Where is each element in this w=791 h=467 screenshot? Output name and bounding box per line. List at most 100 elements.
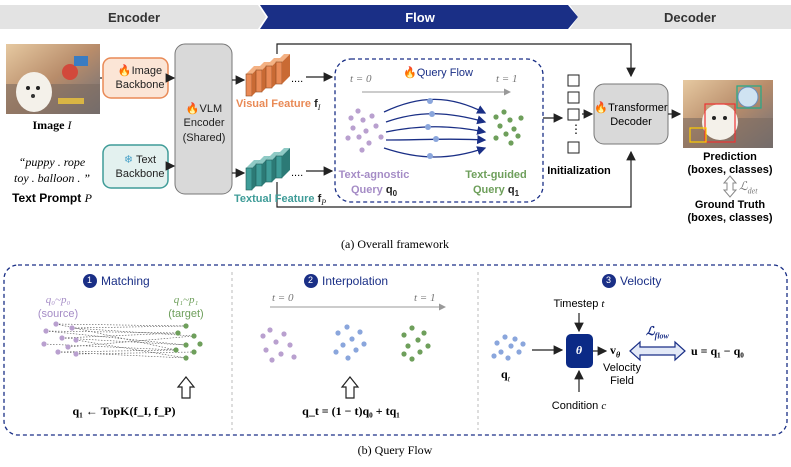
text-backbone-label: ❄ Text Backbone [115,154,165,180]
matching-target-eq: q₁~p₁ [173,294,199,306]
step-2-number: 2 [308,275,314,285]
loss-det-sub: det [747,186,758,196]
matching-target-label: q₁~p₁ (target) [168,294,203,322]
timestep-text: Timestep [553,298,599,310]
qt-sym: q [501,367,508,381]
matching-links [43,323,195,359]
interp-target-points [401,325,431,362]
text-prompt-line1: “puppy . rope [18,155,86,169]
arrow-textual-to-decoder [276,150,636,208]
condition-var: c [601,400,607,412]
caption-overall-framework: (a) Overall framework [341,237,449,251]
prediction-image [683,80,773,148]
condition-label: Condition c [552,401,606,412]
velocity-field-label: Velocity Field [603,362,641,388]
matching-title: Matching [101,274,150,288]
vlm-line1: VLM [199,103,223,115]
init-vdots: ⋮ [570,122,582,136]
encoder-band [0,5,266,29]
text-agnostic-line2: Query [350,183,383,196]
matching-source-label: q₀~p₀ (source) [38,294,78,322]
flow-loss-arrow [629,340,686,362]
matching-source-eq: q₀~p₀ [45,294,71,306]
v-theta-sub: θ [616,350,621,360]
theta-label: θ [575,343,583,357]
text-agnostic-sym: q [385,183,393,196]
v-theta-sym: v [610,343,616,357]
step-3-circle [602,274,616,288]
interpolation-formula: q_t = (1 − t)q₀ + tq₁ [302,404,400,418]
image-var: I [67,118,72,132]
theta-network-box [566,334,593,368]
text-agnostic-sub: 0 [392,189,398,199]
text-agnostic-label: Text-agnostic Query q0 [339,168,410,200]
image-backbone-line2: Backbone [115,78,165,91]
image-label: Image [32,118,65,132]
decoder-line1: Transformer [608,102,668,114]
header-decoder-label: Decoder [663,10,717,25]
step-1-number: 1 [87,275,93,285]
query-flow-box [334,58,544,203]
ground-truth-label: Ground Truth (boxes, classes) [688,199,773,224]
visual-feature-dots: .... [291,73,304,85]
loss-flow-sub: flow [654,331,669,341]
timestep-label: Timestep t [554,299,605,310]
image-backbone-line1: Image [131,65,163,77]
gt-line2: (boxes, classes) [687,211,773,224]
visual-feature-sym: f [314,98,318,110]
u-equation: u = q₁ − q₀ [691,344,744,358]
condition-text: Condition [551,400,599,412]
matching-formula: q₁ ← TopK(f_I, f_P) [72,404,176,418]
text-guided-line2: Query [472,183,505,196]
textual-feature-text: Textual Feature [234,193,315,205]
matching-up-arrow [176,376,196,399]
qt-sub: t [507,374,510,384]
text-guided-sym: q [507,183,515,196]
textual-feature-blocks [245,148,290,191]
loss-det-label: ℒdet [739,180,757,195]
velocity-input-points [491,334,526,361]
text-prompt-label: Text Prompt [12,191,82,205]
query-flow-title-text: Query Flow [416,67,473,79]
header-banner [0,5,791,29]
text-agnostic-line1: Text-agnostic [338,169,410,181]
flow-t1-label: t = 1 [496,73,518,85]
decoder-band [570,5,791,29]
visual-feature-label: Visual Feature fI [236,99,320,112]
textual-feature-sub: P [321,198,327,208]
velocity-field-line2: Field [610,375,634,388]
text-backbone-line1: Text [135,154,157,166]
vlm-encoder-box [174,43,233,195]
flow-t0-label: t = 0 [350,73,372,85]
prediction-label: Prediction (boxes, classes) [688,151,773,176]
prediction-line1: Prediction [703,151,757,163]
text-guided-sub: 1 [514,189,520,199]
text-backbone-line2: Backbone [115,167,165,180]
interp-source-points [260,327,297,363]
text-guided-label: Text-guided Query q1 [465,168,527,200]
vlm-encoder-label: 🔥VLM Encoder (Shared) [182,103,226,144]
visual-feature-sub: I [317,103,321,113]
query-flow-detail-box [3,264,788,436]
velocity-field-line1: Velocity [603,362,641,374]
v-theta-label: vθ [610,344,620,359]
interp-t1-label: t = 1 [414,292,436,304]
matching-target-text: (target) [168,307,204,320]
vlm-line2: Encoder [183,117,225,130]
input-image [6,44,100,114]
header-encoder-label: Encoder [107,10,161,25]
step-2-circle [304,274,318,288]
query-flow-title: 🔥Query Flow [403,67,473,79]
matching-target-points [173,323,203,361]
textual-feature-sym: f [317,193,322,205]
gt-line1: Ground Truth [694,199,766,211]
matching-source-text: (source) [37,307,79,320]
textual-feature-dots: .... [291,167,304,179]
loss-flow-sym: ℒ [646,324,655,338]
text-prompt-line2: toy . balloon . ” [13,170,91,185]
matching-source-points [41,321,79,357]
flow-band [260,5,578,29]
loss-det-sym: ℒ [739,179,748,193]
initialization-label: Initialization [547,165,611,177]
interp-up-arrow [340,376,360,399]
